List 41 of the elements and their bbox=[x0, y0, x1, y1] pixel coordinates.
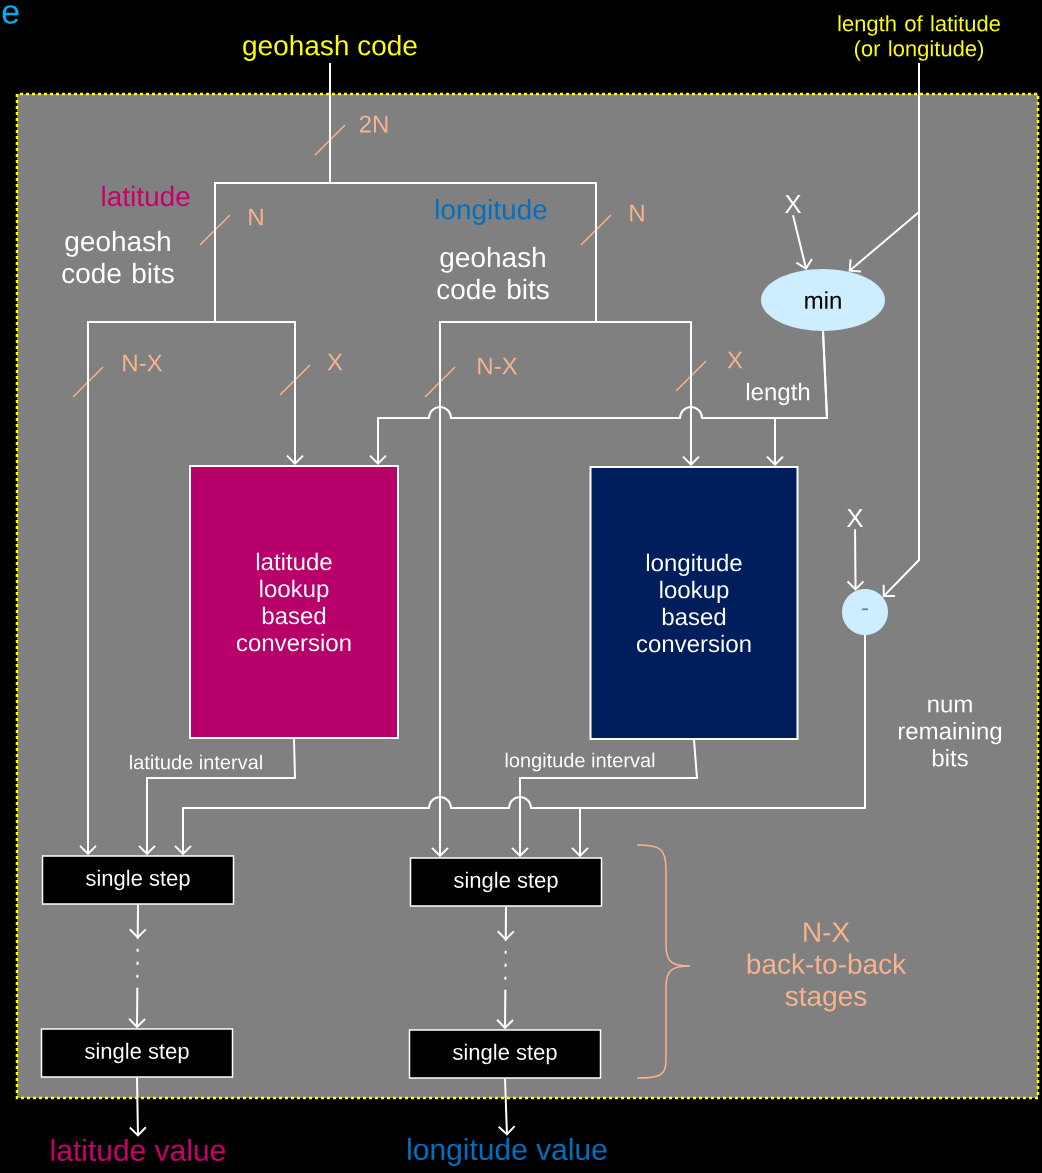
step-box: single step bbox=[409, 857, 603, 907]
lookup-box: latitude lookup based conversion bbox=[189, 465, 399, 739]
edge-label: latitude interval bbox=[130, 754, 262, 770]
signal-label: longitude bbox=[436, 198, 547, 226]
arrow bbox=[511, 739, 699, 858]
step-box: single step bbox=[40, 1028, 234, 1078]
bus-width-label: N bbox=[249, 208, 263, 226]
flow-label: geohash code bbox=[243, 34, 417, 62]
step-box: single step bbox=[41, 855, 235, 905]
arrow bbox=[882, 61, 920, 598]
stage-note: N-X back-to-back stages bbox=[747, 922, 907, 1012]
output-label: latitude value bbox=[51, 1139, 225, 1162]
arrow bbox=[128, 903, 147, 1029]
arrow bbox=[329, 62, 597, 858]
edge-label: longitude interval bbox=[505, 752, 655, 772]
input-label: X bbox=[784, 195, 802, 213]
bus-width-label: 2N bbox=[359, 115, 388, 133]
arrow bbox=[138, 738, 297, 856]
bus-width-label: X bbox=[327, 353, 343, 371]
edge-label: length bbox=[746, 382, 810, 406]
input-label: X bbox=[846, 509, 864, 527]
arrow bbox=[496, 905, 515, 1030]
arrow bbox=[497, 1077, 516, 1136]
output-label: longitude value bbox=[408, 1138, 607, 1166]
lookup-box: longitude lookup based conversion bbox=[589, 466, 799, 740]
arrow bbox=[846, 528, 865, 591]
signal-label: geohash code bits bbox=[437, 246, 549, 300]
bus-width-label: X bbox=[727, 351, 743, 369]
arrow bbox=[571, 634, 866, 858]
edge-label: num remaining bits bbox=[898, 699, 1002, 767]
heading-fragment: e bbox=[2, 5, 19, 24]
arrow bbox=[766, 330, 829, 466]
flow-label: length of latitude (or longitude) bbox=[838, 15, 1000, 61]
step-box: single step bbox=[408, 1029, 602, 1079]
signal-label: geohash code bits bbox=[62, 230, 174, 284]
arrow bbox=[128, 1076, 147, 1137]
arrow bbox=[792, 214, 813, 270]
signal-label: latitude bbox=[102, 185, 190, 207]
bus-width-label: N-X bbox=[478, 357, 518, 375]
bus-width-label: N bbox=[630, 204, 644, 222]
bus-width-label: N-X bbox=[123, 354, 163, 372]
